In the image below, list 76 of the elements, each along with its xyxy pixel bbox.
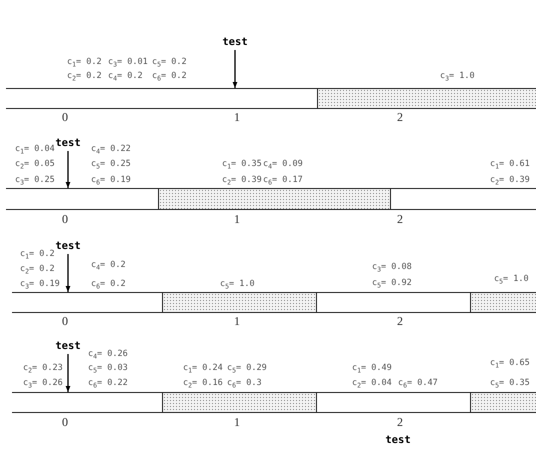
shaded-bar-segment: [162, 392, 316, 413]
coefficient-label: c$_{3}$= 0.08: [372, 262, 412, 276]
coefficient-label: c$_{2}$= 0.16: [183, 378, 223, 392]
bar-segment: [6, 88, 317, 109]
arrow: [66, 254, 70, 292]
coefficient-label: c$_{1}$= 0.04: [15, 144, 55, 158]
coefficient-label: c$_{1}$= 0.2: [67, 57, 102, 71]
coefficient-label: c$_{6}$= 0.17: [263, 175, 303, 189]
coefficient-label: c$_{5}$= 0.25: [91, 159, 131, 173]
coefficient-label: c$_{1}$= 0.65: [490, 358, 530, 372]
coefficient-label: c$_{4}$= 0.2: [91, 260, 126, 274]
coefficient-label: c$_{5}$= 0.2: [152, 57, 187, 71]
arrow: [232, 50, 238, 88]
coefficient-label: c$_{1}$= 0.49: [352, 363, 392, 377]
shaded-bar-segment: [470, 392, 536, 413]
test-label: test: [55, 340, 81, 352]
coefficient-label: c$_{6}$= 0.2: [152, 71, 187, 85]
coefficient-label: c$_{3}$= 0.19: [20, 279, 60, 293]
bar-segment: [6, 188, 158, 210]
coefficient-label: c$_{4}$= 0.26: [88, 349, 128, 363]
coefficient-label: c$_{3}$= 0.26: [23, 378, 63, 392]
coefficient-label: c$_{2}$= 0.2: [67, 71, 102, 85]
coefficient-label: c$_{5}$= 0.03: [88, 363, 128, 377]
coefficient-label: c$_{2}$= 0.23: [23, 363, 63, 377]
axis-tick-label: 1: [234, 111, 240, 123]
bar-segment: [390, 188, 536, 210]
axis-tick-label: 0: [62, 213, 68, 225]
coefficient-label: c$_{1}$= 0.2: [20, 249, 55, 263]
coefficient-label: c$_{6}$= 0.2: [91, 279, 126, 293]
coefficient-label: c$_{4}$= 0.09: [263, 159, 303, 173]
coefficient-label: c$_{6}$= 0.22: [88, 378, 128, 392]
coefficient-label: c$_{1}$= 0.24: [183, 363, 223, 377]
coefficient-label: c$_{5}$= 0.92: [372, 278, 412, 292]
arrow: [66, 151, 70, 188]
axis-tick-label: 1: [234, 315, 240, 327]
test-label: test: [55, 240, 81, 252]
coefficient-label: c$_{5}$= 1.0: [220, 279, 255, 293]
coefficient-label: c$_{5}$= 1.0: [494, 274, 529, 288]
axis-tick-label: 2: [397, 416, 403, 428]
axis-tick-label: 1: [234, 416, 240, 428]
coefficient-label: c$_{4}$= 0.22: [91, 144, 131, 158]
test-label: test: [222, 36, 248, 48]
coefficient-label: c$_{1}$= 0.61: [490, 159, 530, 173]
arrow: [66, 354, 70, 392]
coefficient-label: c$_{3}$= 0.01: [108, 57, 148, 71]
coefficient-label: c$_{5}$= 0.35: [490, 378, 530, 392]
axis-tick-label: 2: [397, 111, 403, 123]
bar-segment: [12, 292, 162, 313]
coefficient-label: c$_{6}$= 0.3: [227, 378, 262, 392]
axis-tick-label: 2: [397, 213, 403, 225]
shaded-bar-segment: [162, 292, 316, 313]
axis-tick-label: 1: [234, 213, 240, 225]
test-label: test: [55, 137, 81, 149]
coefficient-label: c$_{3}$= 1.0: [440, 71, 475, 85]
coefficient-label: c$_{4}$= 0.2: [108, 71, 143, 85]
coefficient-label: c$_{2}$= 0.04: [352, 378, 392, 392]
coefficient-label: c$_{2}$= 0.39: [222, 175, 262, 189]
axis-tick-label: 0: [62, 315, 68, 327]
coefficient-label: c$_{5}$= 0.29: [227, 363, 267, 377]
coefficient-label: c$_{3}$= 0.25: [15, 175, 55, 189]
coefficient-label: c$_{6}$= 0.19: [91, 175, 131, 189]
coefficient-label: c$_{2}$= 0.05: [15, 159, 55, 173]
shaded-bar-segment: [470, 292, 536, 313]
axis-tick-label: 2: [397, 315, 403, 327]
coefficient-label: c$_{2}$= 0.39: [490, 175, 530, 189]
axis-tick-label: 0: [62, 111, 68, 123]
bar-segment: [316, 392, 470, 413]
shaded-bar-segment: [317, 88, 536, 109]
test-label: test: [385, 434, 411, 446]
coefficient-label: c$_{6}$= 0.47: [398, 378, 438, 392]
coefficient-label: c$_{2}$= 0.2: [20, 264, 55, 278]
bar-segment: [316, 292, 470, 313]
axis-tick-label: 0: [62, 416, 68, 428]
shaded-bar-segment: [158, 188, 390, 210]
coefficient-label: c$_{1}$= 0.35: [222, 159, 262, 173]
bar-segment: [12, 392, 162, 413]
